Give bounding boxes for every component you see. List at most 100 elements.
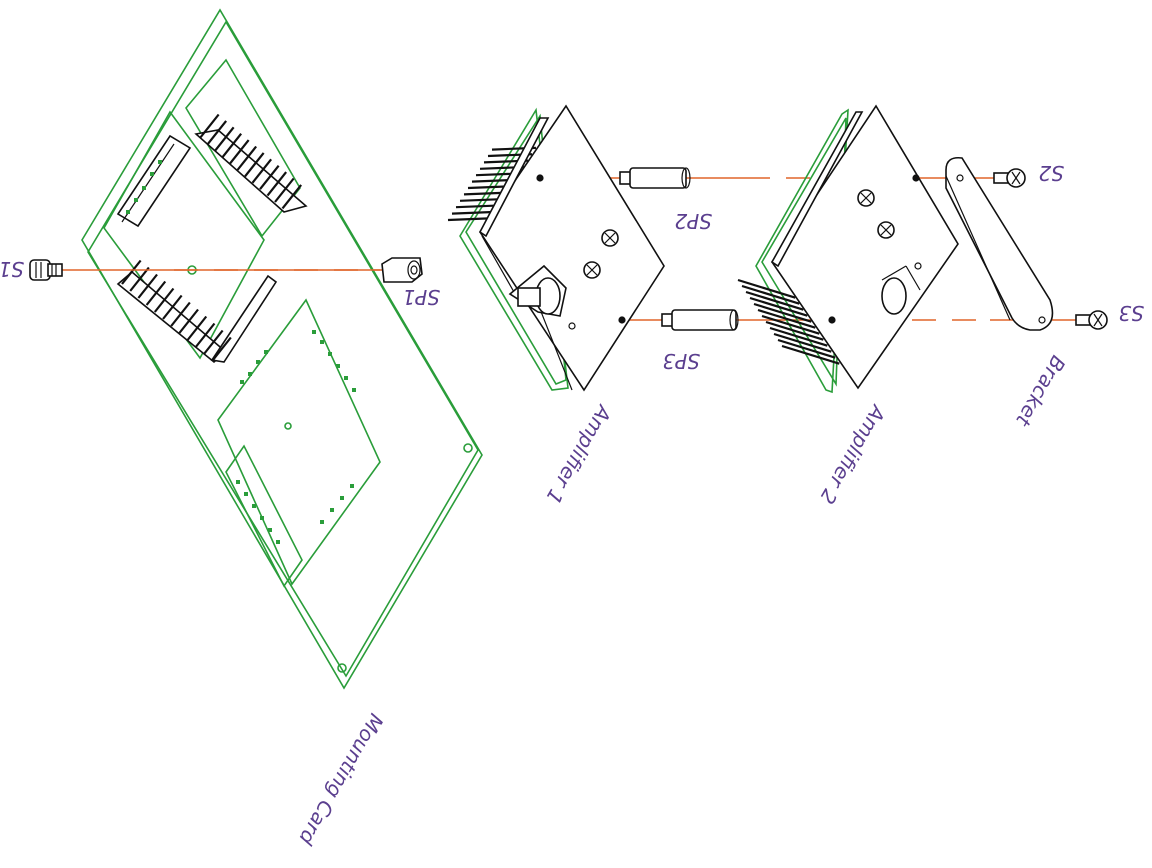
label-s3: S3: [1119, 301, 1144, 325]
label-amplifier-1: Amplifier 1: [541, 400, 618, 509]
connector-pin: [186, 315, 208, 341]
mounting-card-board: [81, 8, 483, 690]
label-sp3: SP3: [663, 349, 700, 373]
connector-pin: [737, 278, 796, 299]
board-pad: [350, 484, 354, 488]
board-pad: [352, 388, 356, 392]
standoff-sp1: [381, 257, 423, 283]
connector-pin: [214, 126, 235, 152]
connector-pin: [745, 290, 804, 311]
connector-pin: [451, 210, 497, 215]
board-pad: [330, 508, 334, 512]
cross-screw-icon: [857, 189, 875, 207]
board-pad: [240, 380, 244, 384]
connector-pin: [781, 344, 840, 365]
standoff-sp3: [661, 309, 739, 331]
connector-pin: [229, 139, 250, 165]
connector-pin: [259, 165, 280, 190]
middle-pin-header: [116, 259, 278, 364]
connector-pin: [194, 322, 216, 348]
connector-pin: [777, 338, 836, 359]
screw-s2: [993, 168, 1026, 188]
board-pad: [248, 372, 252, 376]
connector-pin: [203, 329, 224, 355]
connector-pin: [170, 301, 191, 327]
connector-pin: [145, 280, 167, 306]
board-pad: [260, 516, 264, 520]
cross-screw-icon: [877, 221, 895, 239]
mounting-card-lower-subboard: [217, 298, 381, 586]
connector-pin: [162, 294, 183, 320]
connector-pin: [753, 302, 812, 323]
board-pad: [158, 160, 162, 164]
board-pad: [340, 496, 344, 500]
board-pad: [328, 352, 332, 356]
connector-pin: [221, 133, 243, 158]
amplifier-2: [737, 104, 959, 394]
board-pad: [312, 330, 316, 334]
board-traces: [126, 160, 356, 544]
connector-pin: [749, 296, 808, 317]
connector-pin: [199, 113, 220, 139]
board-pad: [320, 520, 324, 524]
connector-pin: [178, 308, 199, 334]
connector-pin: [765, 320, 824, 341]
connector-pin: [211, 336, 232, 362]
connector-pin: [281, 184, 303, 210]
connector-pin: [757, 308, 816, 329]
label-s2: S2: [1039, 161, 1064, 185]
mounting-card-lower-subboard-2: [225, 444, 303, 588]
connector-pin: [773, 332, 832, 353]
board-pad: [256, 360, 260, 364]
board-pad: [268, 528, 272, 532]
connector-pin: [761, 314, 820, 335]
board-pad: [264, 350, 268, 354]
standoff-sp2: [619, 167, 691, 189]
board-pad: [142, 186, 146, 190]
amplifier-1: [447, 104, 665, 392]
connector-pin: [153, 287, 175, 313]
board-hole: [337, 663, 347, 673]
board-pad: [150, 172, 154, 176]
board-pad: [236, 480, 240, 484]
label-mounting-card: Mounting Card: [294, 710, 388, 850]
label-sp2: SP2: [675, 209, 712, 233]
upper-left-connector: [116, 134, 192, 228]
screw-s3: [1075, 310, 1108, 330]
connector-pin: [129, 266, 150, 292]
board-pad: [134, 198, 138, 202]
connector-pin: [447, 217, 493, 222]
mounting-card-board-edge: [87, 20, 479, 678]
connector-pin: [236, 145, 258, 171]
board-pad: [320, 340, 324, 344]
cross-screw-icon: [583, 261, 601, 279]
connector-pin: [769, 326, 828, 347]
connector-pin: [206, 120, 228, 146]
board-hole: [284, 422, 292, 430]
connector-pin: [251, 158, 273, 184]
board-hole: [463, 443, 473, 453]
upper-right-pin-header: [194, 113, 308, 213]
board-pad: [126, 210, 130, 214]
board-pad: [336, 364, 340, 368]
screw-s1: [29, 259, 63, 281]
label-amplifier-2: Amplifier 2: [815, 400, 892, 509]
mounting-card: [81, 8, 483, 690]
connector-pin: [137, 273, 158, 299]
bracket: [945, 156, 1054, 331]
board-pad: [344, 376, 348, 380]
connector-pin: [741, 284, 800, 305]
label-sp1: SP1: [403, 285, 440, 309]
connector-pin: [274, 177, 295, 203]
label-bracket: Bracket: [1011, 352, 1071, 432]
board-pad: [244, 492, 248, 496]
connector-pin: [121, 259, 142, 285]
board-pad: [276, 540, 280, 544]
connector-pin: [244, 152, 265, 178]
connector-pin: [455, 204, 501, 209]
label-s1: S1: [0, 257, 24, 281]
connector-pin: [266, 171, 288, 197]
cross-screw-icon: [601, 229, 619, 247]
board-pad: [252, 504, 256, 508]
